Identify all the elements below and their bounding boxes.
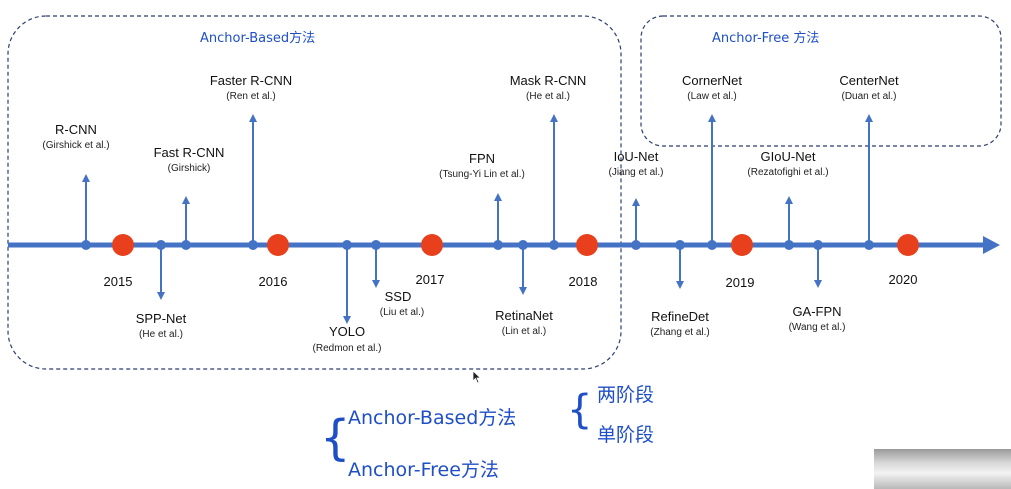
year-label-2020: 2020: [889, 272, 918, 287]
model-name: YOLO: [329, 324, 365, 339]
model-author: (Girshick et al.): [42, 140, 109, 151]
model-author: (Duan et al.): [841, 91, 896, 102]
year-dot-2018: [576, 234, 598, 256]
anchor-based-region-title: Anchor-Based方法: [200, 30, 315, 46]
anchor-based-region: [7, 15, 622, 370]
model-author: (Zhang et al.): [650, 327, 709, 338]
year-dot-2015: [112, 234, 134, 256]
model-author: (Tsung-Yi Lin et al.): [439, 169, 525, 180]
model-name: FPN: [469, 151, 495, 166]
model-author: (Liu et al.): [380, 307, 424, 318]
legend-one-stage: 单阶段: [597, 424, 655, 446]
model-name: R-CNN: [55, 122, 97, 137]
model-author: (Redmon et al.): [313, 343, 382, 354]
model-author: (Wang et al.): [789, 322, 846, 333]
legend-anchor-based: Anchor-Based方法: [348, 407, 517, 429]
model-fpn: FPN (Tsung-Yi Lin et al.): [439, 151, 525, 250]
year-label-2018: 2018: [569, 274, 598, 289]
video-thumbnail: [874, 449, 1011, 489]
model-spp-net: SPP-Net (He et al.): [136, 240, 187, 340]
year-dot-2020: [897, 234, 919, 256]
model-centernet: CenterNet (Duan et al.): [839, 73, 899, 250]
model-author: (Law et al.): [687, 91, 736, 102]
anchor-free-region: [640, 15, 1002, 147]
model-retinanet: RetinaNet (Lin et al.): [495, 240, 553, 337]
legend-anchor-free: Anchor-Free方法: [348, 459, 499, 481]
model-mask-r-cnn: Mask R-CNN (He et al.): [510, 73, 587, 250]
model-name: SPP-Net: [136, 311, 187, 326]
model-faster-r-cnn: Faster R-CNN (Ren et al.): [210, 73, 292, 250]
legend-two-stage: 两阶段: [597, 384, 655, 406]
model-name: IoU-Net: [614, 149, 659, 164]
year-label-2015: 2015: [104, 274, 133, 289]
model-name: Faster R-CNN: [210, 73, 292, 88]
year-label-2017: 2017: [416, 272, 445, 287]
year-dot-2019: [731, 234, 753, 256]
model-author: (Girshick): [168, 163, 211, 174]
inner-brace-icon: {: [567, 387, 593, 433]
model-ssd: SSD (Liu et al.): [371, 240, 424, 318]
model-name: SSD: [385, 289, 412, 304]
model-giou-net: GIoU-Net (Rezatofighi et al.): [747, 149, 829, 250]
model-name: Fast R-CNN: [154, 145, 225, 160]
model-yolo: YOLO (Redmon et al.): [313, 240, 382, 354]
model-r-cnn: R-CNN (Girshick et al.): [42, 122, 110, 250]
timeline-arrow-head: [983, 236, 1000, 254]
model-fast-r-cnn: Fast R-CNN (Girshick): [154, 145, 225, 250]
mouse-cursor-icon: [472, 370, 482, 384]
model-cornernet: CornerNet (Law et al.): [682, 73, 742, 250]
year-dot-2016: [267, 234, 289, 256]
model-name: GIoU-Net: [761, 149, 816, 164]
model-name: GA-FPN: [792, 304, 841, 319]
year-dot-2017: [421, 234, 443, 256]
model-name: CornerNet: [682, 73, 742, 88]
model-refinedet: RefineDet (Zhang et al.): [650, 240, 710, 338]
model-iou-net: IoU-Net (Jiang et al.): [608, 149, 664, 250]
anchor-free-region-title: Anchor-Free 方法: [712, 30, 819, 46]
model-author: (Jiang et al.): [608, 167, 663, 178]
model-author: (He et al.): [526, 91, 570, 102]
model-author: (Ren et al.): [226, 91, 275, 102]
year-label-2019: 2019: [726, 275, 755, 290]
model-ga-fpn: GA-FPN (Wang et al.): [789, 240, 846, 333]
outer-brace-icon: {: [320, 410, 351, 466]
year-markers: 2015 2016 2017 2018 2019 2020: [104, 234, 919, 290]
model-name: RefineDet: [651, 309, 709, 324]
model-author: (Lin et al.): [502, 326, 546, 337]
year-label-2016: 2016: [259, 274, 288, 289]
model-name: CenterNet: [839, 73, 899, 88]
model-name: Mask R-CNN: [510, 73, 587, 88]
model-name: RetinaNet: [495, 308, 553, 323]
model-author: (He et al.): [139, 329, 183, 340]
model-author: (Rezatofighi et al.): [747, 167, 828, 178]
